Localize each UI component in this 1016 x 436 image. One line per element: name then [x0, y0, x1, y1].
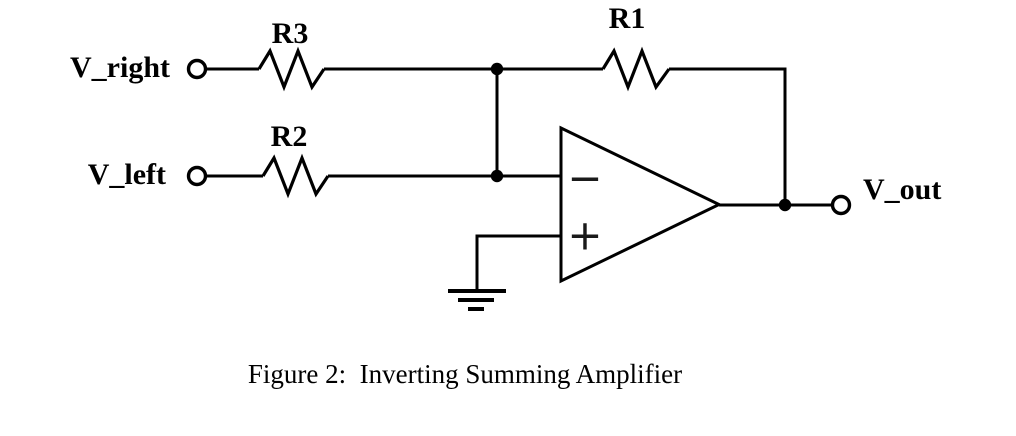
resistor-label-r2: R2: [271, 120, 308, 153]
output-label-v-out: V_out: [863, 173, 941, 206]
input-label-v-left: V_left: [88, 158, 166, 191]
resistor-r2: [261, 153, 330, 199]
junction-dot-top: [490, 62, 504, 76]
opamp-triangle: [559, 125, 723, 284]
junction-dot-bottom: [490, 169, 504, 183]
resistor-r3: [257, 46, 326, 92]
resistor-label-r1: R1: [609, 2, 646, 35]
resistor-r1-feedback: [601, 46, 671, 92]
ground-symbol: [448, 289, 506, 311]
resistor-label-r3: R3: [272, 17, 309, 50]
figure-caption: Figure 2: Inverting Summing Amplifier: [248, 359, 682, 389]
terminal-circle-v-out: [830, 194, 852, 216]
input-label-v-right: V_right: [70, 51, 170, 84]
junction-dot-output: [778, 198, 792, 212]
terminal-circle-v-right: [186, 58, 208, 80]
opamp-inverting-input-sign: −: [567, 154, 602, 203]
terminal-circle-v-left: [186, 165, 208, 187]
opamp-noninverting-input-sign: +: [567, 211, 602, 260]
